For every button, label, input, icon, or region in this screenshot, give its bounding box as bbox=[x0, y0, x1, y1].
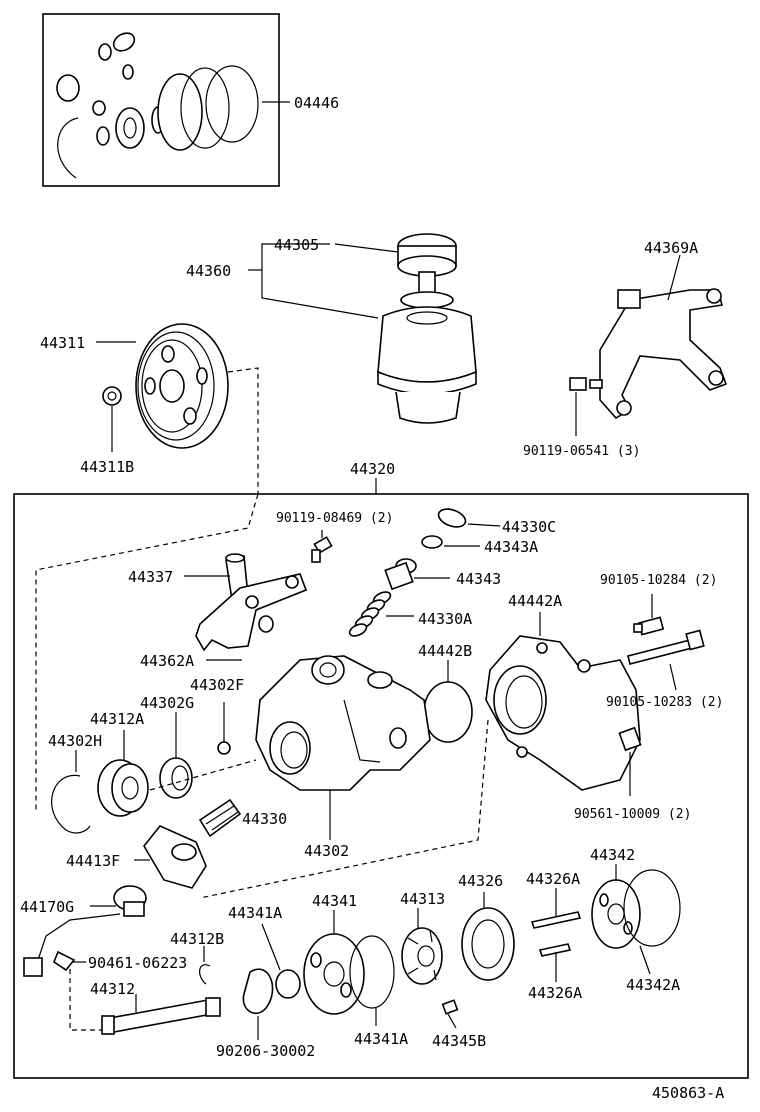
sensor-44170g bbox=[23, 885, 147, 977]
seal-44302g bbox=[159, 757, 193, 799]
alignment-line-left bbox=[35, 493, 259, 810]
label-44320: 44320 bbox=[350, 460, 395, 478]
label-44442A: 44442A bbox=[508, 592, 562, 610]
leader-44345b bbox=[447, 1013, 457, 1029]
label-44341A-left: 44341A bbox=[228, 904, 282, 922]
pump-assembly-frame bbox=[13, 493, 749, 1079]
leader-44369a bbox=[667, 254, 681, 301]
label-04446: 04446 bbox=[294, 94, 339, 112]
alignment-line-lower bbox=[199, 719, 489, 899]
reservoir-cap bbox=[397, 233, 457, 295]
label-44342: 44342 bbox=[590, 846, 635, 864]
label-90206-30002: 90206-30002 bbox=[216, 1042, 315, 1060]
gasket-44342a bbox=[623, 869, 681, 947]
label-44302H: 44302H bbox=[48, 732, 102, 750]
label-44330A: 44330A bbox=[418, 610, 472, 628]
label-44330C: 44330C bbox=[502, 518, 556, 536]
label-44312B: 44312B bbox=[170, 930, 224, 948]
valve-plug-44343 bbox=[384, 558, 417, 591]
label-44326A-bottom: 44326A bbox=[528, 984, 582, 1002]
bolt-90119-08469 bbox=[311, 536, 333, 563]
bolt-90119-06541 bbox=[569, 377, 603, 391]
label-44369A: 44369A bbox=[644, 239, 698, 257]
snap-ring-44302h bbox=[51, 774, 91, 834]
label-90461-06223: 90461-06223 bbox=[88, 954, 187, 972]
leader-44341a-left bbox=[261, 923, 281, 971]
bearing-44312a bbox=[97, 759, 149, 817]
label-44311: 44311 bbox=[40, 334, 85, 352]
label-44326A-top: 44326A bbox=[526, 870, 580, 888]
label-44311B: 44311B bbox=[80, 458, 134, 476]
label-44413F: 44413F bbox=[66, 852, 120, 870]
bracket-44442a bbox=[485, 635, 641, 791]
flow-valve-44330 bbox=[198, 798, 242, 838]
pin-44326a-bottom bbox=[538, 943, 572, 957]
cam-ring-44326 bbox=[461, 907, 515, 981]
label-44326: 44326 bbox=[458, 872, 503, 890]
gasket-90206-30002 bbox=[242, 968, 274, 1014]
label-44302F: 44302F bbox=[190, 676, 244, 694]
bushing-90561-10009 bbox=[618, 726, 642, 752]
label-44442B: 44442B bbox=[418, 642, 472, 660]
gasket-44442b bbox=[423, 681, 473, 743]
o-ring-44341a bbox=[275, 969, 301, 999]
label-44345B: 44345B bbox=[432, 1032, 486, 1050]
label-90119-08469: 90119-08469 (2) bbox=[276, 511, 393, 526]
bolt-90105-10284 bbox=[633, 616, 665, 636]
side-plate-44342 bbox=[591, 879, 641, 949]
leader-44330c bbox=[467, 523, 501, 527]
vane-44345b bbox=[441, 999, 459, 1015]
union-44413f bbox=[143, 825, 207, 889]
label-44360: 44360 bbox=[186, 262, 231, 280]
alignment-line-shaft bbox=[149, 759, 257, 791]
shaft-44312 bbox=[101, 997, 221, 1035]
bolt-90105-10283 bbox=[627, 629, 705, 665]
label-44343A: 44343A bbox=[484, 538, 538, 556]
label-44312: 44312 bbox=[90, 980, 135, 998]
pulley-44311 bbox=[135, 323, 229, 449]
nut-44311b bbox=[102, 386, 122, 406]
label-44343: 44343 bbox=[456, 570, 501, 588]
figure-code: 450863-A bbox=[652, 1084, 724, 1102]
label-90561-10009: 90561-10009 (2) bbox=[574, 807, 691, 822]
seal-kit-parts bbox=[56, 32, 259, 179]
reservoir-tank bbox=[377, 291, 477, 424]
seal-kit-frame bbox=[42, 13, 280, 187]
label-44342A: 44342A bbox=[626, 976, 680, 994]
rotor-44313 bbox=[401, 927, 443, 985]
gasket-44341a bbox=[349, 935, 395, 1009]
label-44170G: 44170G bbox=[20, 898, 74, 916]
label-44302G: 44302G bbox=[140, 694, 194, 712]
label-44337: 44337 bbox=[128, 568, 173, 586]
label-44302: 44302 bbox=[304, 842, 349, 860]
snap-ring-44330c bbox=[437, 508, 467, 528]
label-44312A: 44312A bbox=[90, 710, 144, 728]
stud-bracket-44337 bbox=[195, 553, 308, 652]
label-44313: 44313 bbox=[400, 890, 445, 908]
label-44341: 44341 bbox=[312, 892, 357, 910]
plate-44341 bbox=[303, 933, 365, 1015]
pulley-alignment-line bbox=[227, 367, 259, 494]
leader-44342a bbox=[639, 945, 651, 975]
label-90105-10283: 90105-10283 (2) bbox=[606, 695, 723, 710]
label-90105-10284: 90105-10284 (2) bbox=[600, 573, 717, 588]
leader-44305-44360 bbox=[261, 243, 379, 319]
snap-ring-44312b bbox=[199, 964, 211, 985]
plug-44302f bbox=[217, 741, 231, 755]
pin-44326a-top bbox=[530, 911, 582, 929]
spring-44330a bbox=[348, 591, 392, 637]
label-44330: 44330 bbox=[242, 810, 287, 828]
label-44341A-bottom: 44341A bbox=[354, 1030, 408, 1048]
label-44362A: 44362A bbox=[140, 652, 194, 670]
bracket-44369a bbox=[599, 288, 728, 420]
o-ring-44343a bbox=[421, 535, 443, 549]
label-44305: 44305 bbox=[274, 236, 319, 254]
leader-44305 bbox=[334, 243, 399, 253]
pump-body-44302 bbox=[255, 655, 431, 791]
leader-90105-10283 bbox=[669, 663, 677, 691]
label-90119-06541: 90119-06541 (3) bbox=[523, 444, 640, 459]
